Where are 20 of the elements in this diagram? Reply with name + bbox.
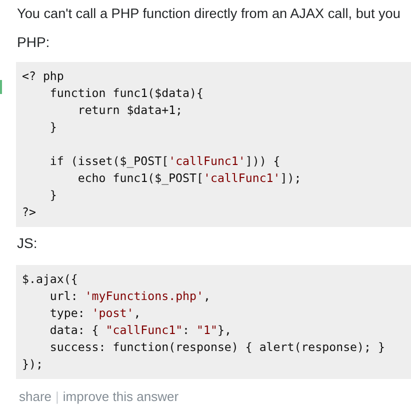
code-line: echo func1($_POST['callFunc1']); [76, 170, 302, 187]
separator: | [56, 389, 59, 404]
code-line: data: { "callFunc1": "1"}, [48, 322, 232, 339]
code-line: return $data+1; [76, 102, 184, 119]
answer-sentence: You can't call a PHP function directly from an AJAX call, but you [17, 6, 400, 21]
code-line: url: 'myFunctions.php', [48, 288, 212, 305]
code-line: <? php [22, 68, 65, 85]
section-heading: PHP: [17, 34, 50, 50]
code-line: if (isset($_POST['callFunc1'])) { [48, 153, 282, 170]
code-line: } [48, 187, 58, 204]
section-heading: JS: [17, 235, 38, 251]
code-line: } [48, 119, 58, 136]
share-link: share [19, 389, 52, 404]
code-line: function func1($data){ [48, 85, 204, 102]
code-line: }); [22, 356, 44, 373]
improve-answer-link: improve this answer [62, 389, 179, 404]
code-line: ?> [22, 204, 37, 221]
code-line: type: 'post', [48, 305, 142, 322]
code-line: $.ajax({ [22, 271, 79, 288]
code-line: success: function(response) { alert(response); } [48, 339, 386, 356]
